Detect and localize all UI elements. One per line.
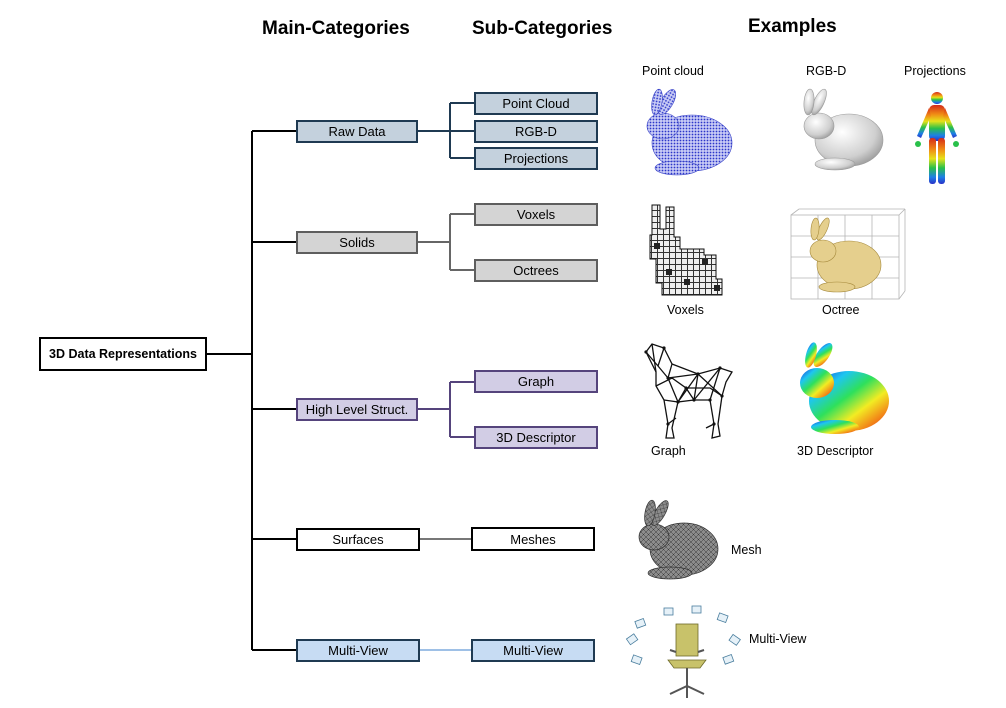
- human-projection-icon: [915, 92, 959, 184]
- sub-category-voxels: Voxels: [474, 203, 598, 226]
- example-label-graph: Graph: [651, 444, 686, 458]
- sub-category-rgb-d: RGB-D: [474, 120, 598, 143]
- sub-category-octrees: Octrees: [474, 259, 598, 282]
- example-label-multi-view: Multi-View: [749, 632, 807, 646]
- example-label-mesh: Mesh: [731, 543, 762, 557]
- sub-category-projections: Projections: [474, 147, 598, 170]
- octree-bunny-icon: [790, 208, 906, 300]
- graph-horse-icon: [644, 343, 733, 439]
- sub-category-meshes: Meshes: [471, 527, 595, 551]
- rgbd-bunny-icon: [803, 88, 884, 171]
- voxel-bunny-icon: [649, 204, 723, 296]
- sub-category-multi-view: Multi-View: [471, 639, 595, 662]
- example-label-projections: Projections: [904, 64, 966, 78]
- example-label-rgb-d: RGB-D: [806, 64, 847, 78]
- mesh-bunny-icon: [638, 499, 719, 580]
- multi-view-chair-icon: [625, 605, 741, 698]
- main-category-multi-view: Multi-View: [296, 639, 420, 662]
- sub-category-point-cloud: Point Cloud: [474, 92, 598, 115]
- root-node: 3D Data Representations: [39, 337, 207, 371]
- main-category-solids: Solids: [296, 231, 418, 254]
- descriptor-bunny-icon: [800, 342, 889, 434]
- main-category-raw-data: Raw Data: [296, 120, 418, 143]
- sub-category-graph: Graph: [474, 370, 598, 393]
- main-category-high-level-struct: High Level Struct.: [296, 398, 418, 421]
- example-label-voxels: Voxels: [667, 303, 704, 317]
- example-label-point-cloud: Point cloud: [642, 64, 704, 78]
- sub-category-3d-descriptor: 3D Descriptor: [474, 426, 598, 449]
- header-examples: Examples: [748, 16, 837, 37]
- header-sub-categories: Sub-Categories: [472, 18, 613, 39]
- example-label-octree: Octree: [822, 303, 860, 317]
- main-category-surfaces: Surfaces: [296, 528, 420, 551]
- point-cloud-bunny-icon: [646, 88, 733, 176]
- example-label-3d-descriptor: 3D Descriptor: [797, 444, 874, 458]
- header-main-categories: Main-Categories: [262, 18, 410, 39]
